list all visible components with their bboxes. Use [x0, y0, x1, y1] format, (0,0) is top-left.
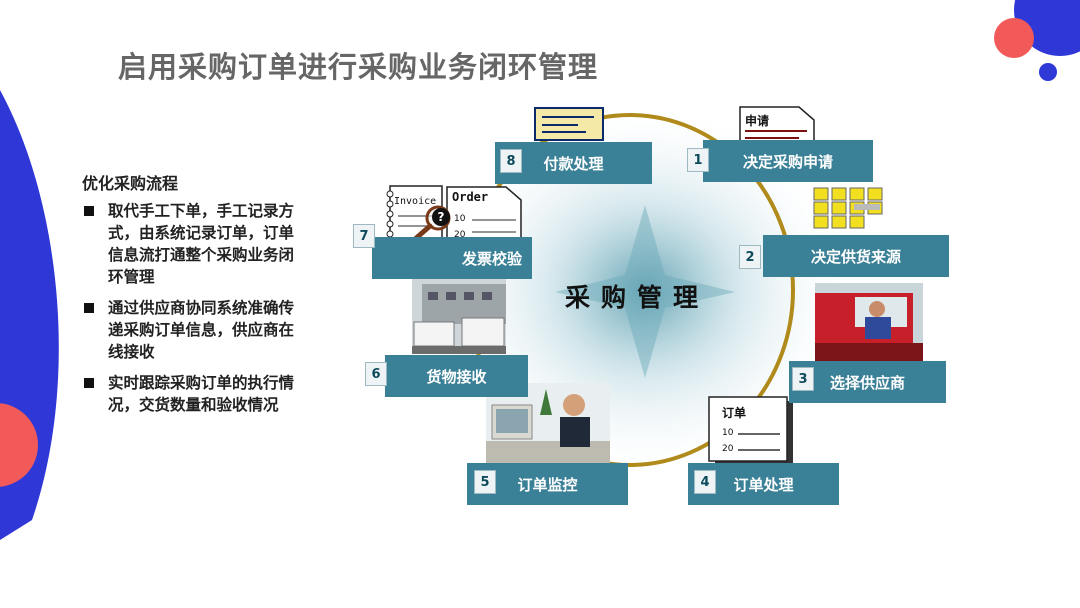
step-label: 决定采购申请 — [742, 152, 833, 171]
step-number-7: 7 — [353, 224, 375, 248]
step-number-5: 5 — [474, 470, 496, 494]
order-document-en-text: Order — [452, 190, 489, 204]
bullet-text: 实时跟踪采购订单的执行情况，交货数量和验收情况 — [108, 374, 295, 414]
truck-driver-photo — [815, 283, 923, 361]
center-star — [555, 205, 735, 378]
bullet-item: 实时跟踪采购订单的执行情况，交货数量和验收情况 — [82, 372, 302, 416]
bullet-text: 通过供应商协同系统准确传递采购订单信息，供应商在线接收 — [108, 299, 295, 361]
step-label: 选择供应商 — [829, 373, 905, 392]
order-document-en-icon — [446, 186, 522, 242]
invoice-document-text: Invoice — [394, 196, 437, 207]
bullet-item: 取代手工下单，手工记录方式，由系统记录订单，订单信息流打通整个采购业务闭环管理 — [82, 200, 302, 288]
order-cn-document-title: 订单 — [722, 406, 747, 420]
step-number-6: 6 — [365, 362, 387, 386]
warehouse-trucks-photo — [412, 278, 506, 354]
step-box-2: 决定供货来源 — [763, 235, 949, 277]
step-box-3: 选择供应商 — [789, 361, 946, 403]
left-heading: 优化采购流程 — [82, 174, 179, 193]
step-label: 付款处理 — [543, 154, 604, 173]
request-document-text: 申请 — [745, 114, 770, 128]
step-label: 决定供货来源 — [810, 247, 901, 266]
order-cn-document-line1: 10 — [722, 428, 734, 438]
bullet-list: 取代手工下单，手工记录方式，由系统记录订单，订单信息流打通整个采购业务闭环管理 … — [82, 200, 302, 425]
bullet-square-icon — [84, 378, 94, 388]
step-label: 订单监控 — [517, 475, 578, 494]
order-document-en-line1: 10 — [454, 214, 466, 224]
step-label: 发票校验 — [461, 249, 522, 268]
step-label: 订单处理 — [733, 475, 794, 494]
order-document-en-line2: 20 — [454, 230, 466, 240]
page-title: 启用采购订单进行采购业务闭环管理 — [118, 50, 599, 84]
step-number-8: 8 — [500, 149, 522, 173]
cheque-icon — [534, 107, 604, 141]
step-box-7: 发票校验 — [372, 237, 532, 279]
step-number-4: 4 — [694, 470, 716, 494]
step-box-6: 货物接收 — [385, 355, 528, 397]
top-right-small-blue-circle — [1039, 63, 1057, 81]
bullet-square-icon — [84, 206, 94, 216]
step-number-3: 3 — [792, 367, 814, 391]
step-number-1: 1 — [687, 148, 709, 172]
request-document-icon — [739, 106, 815, 146]
bullet-item: 通过供应商协同系统准确传递采购订单信息，供应商在线接收 — [82, 297, 302, 363]
step-box-1: 决定采购申请 — [703, 140, 873, 182]
bullet-text: 取代手工下单，手工记录方式，由系统记录订单，订单信息流打通整个采购业务闭环管理 — [108, 202, 295, 286]
step-number-2: 2 — [739, 245, 761, 269]
order-document-icon — [708, 396, 793, 465]
top-right-red-circle — [994, 18, 1034, 58]
bullet-square-icon — [84, 303, 94, 313]
order-cn-document-line2: 20 — [722, 444, 734, 454]
left-red-circle — [0, 403, 38, 487]
center-label: 采购管理 — [565, 283, 710, 312]
step-label: 货物接收 — [426, 367, 487, 386]
invoice-question-mark: ? — [432, 208, 450, 226]
supply-source-grid-icon — [813, 187, 883, 229]
